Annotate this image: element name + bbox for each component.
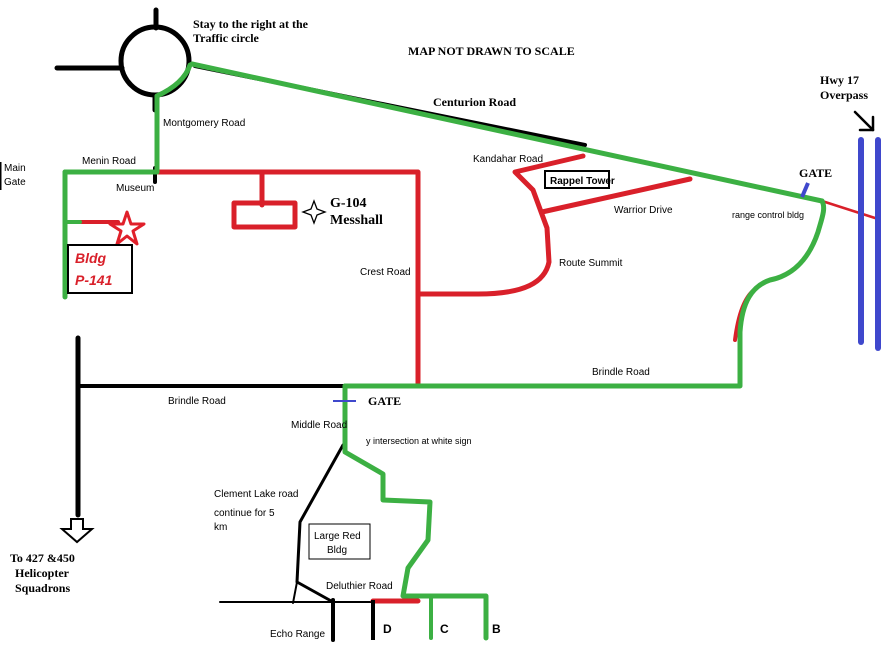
overpass-arrow-line [853,110,875,132]
traffic-circle-note-2: Traffic circle [193,31,260,45]
range-b-label: B [492,622,501,636]
route-circle-arc [154,62,193,99]
green-route [62,61,827,641]
menin-road-label: Menin Road [82,156,136,167]
heli-label-2: Helicopter [15,566,70,580]
warrior-drive-label: Warrior Drive [614,205,673,216]
east-gate-label: GATE [799,166,832,180]
main-gate-label-2: Gate [4,177,26,188]
route-range-control-brindle [342,198,827,389]
clement-lake-note-2: continue for 5 [214,508,275,519]
middle-road-label: Middle Road [291,420,347,431]
heli-label-1: To 427 &450 [10,551,75,565]
hwy-label-1: Hwy 17 [820,73,859,87]
route-summit-label: Route Summit [559,258,623,269]
large-red-bldg-box [308,523,371,560]
messhall-label-2: Messhall [330,213,383,228]
overpass-arrow-head [858,115,875,132]
messhall-label-1: G-104 [330,196,367,211]
messhall-star-icon [301,199,327,225]
clement-lake-note-1: Clement Lake road [214,489,299,500]
messhall-building [231,200,298,230]
centurion-road-label: Centurion Road [433,95,516,109]
rappel-tower-label: Rappel Tower [550,176,615,187]
deluthier-road-label: Deluthier Road [326,581,393,592]
range-control-label: range control bldg [732,210,804,220]
east-gate-marker [800,182,810,198]
red-roads [78,153,877,604]
bldg-p141-label-2: P-141 [75,272,113,288]
range-c-label: C [440,622,449,636]
clement-lake-note-3: km [214,522,227,533]
route-middle-road-ranges [342,383,489,641]
museum-label: Museum [116,183,154,194]
echo-range-label: Echo Range [270,629,325,640]
bldg-p141-box [67,244,133,294]
range-control-exit-line [820,199,877,220]
brindle-road-west-label: Brindle Road [168,396,226,407]
scale-note: MAP NOT DRAWN TO SCALE [408,44,575,58]
route-summit-line [415,153,586,297]
serif-labels: Stay to the right at the Traffic circle … [10,17,868,595]
heli-label-3: Squadrons [15,581,70,595]
bldg-p141-label-1: Bldg [75,250,107,266]
brindle-road-east-label: Brindle Road [592,367,650,378]
main-gate-label-1: Main [4,163,26,174]
montgomery-road-label: Montgomery Road [163,118,245,129]
route-centurion [189,61,825,204]
large-red-bldg-label-1: Large Red [314,531,361,542]
sans-labels: Montgomery Road Menin Road Main Gate Mus… [4,118,804,640]
y-intersection-note: y intersection at white sign [366,436,472,446]
clement-lake-road-line [295,443,345,604]
hwy-17-overpass [858,137,881,351]
large-red-bldg-label-2: Bldg [327,545,347,556]
warrior-drive-line [539,176,693,215]
crest-road-label: Crest Road [360,267,411,278]
clement-lake-road-spur [292,581,298,604]
hwy-label-2: Overpass [820,88,868,102]
traffic-circle-note-1: Stay to the right at the [193,17,309,31]
main-gate-marker [0,162,2,190]
rappel-tower-box [544,170,610,189]
bldg-p141-labels: Bldg P-141 [75,250,113,288]
crest-road-line [155,169,421,387]
kandahar-road-label: Kandahar Road [473,154,543,165]
down-arrow-icon [59,518,95,544]
south-gate-label: GATE [368,394,401,408]
range-d-label: D [383,622,392,636]
destination-star-icon [108,210,146,246]
route-menin-montgomery [62,93,160,175]
